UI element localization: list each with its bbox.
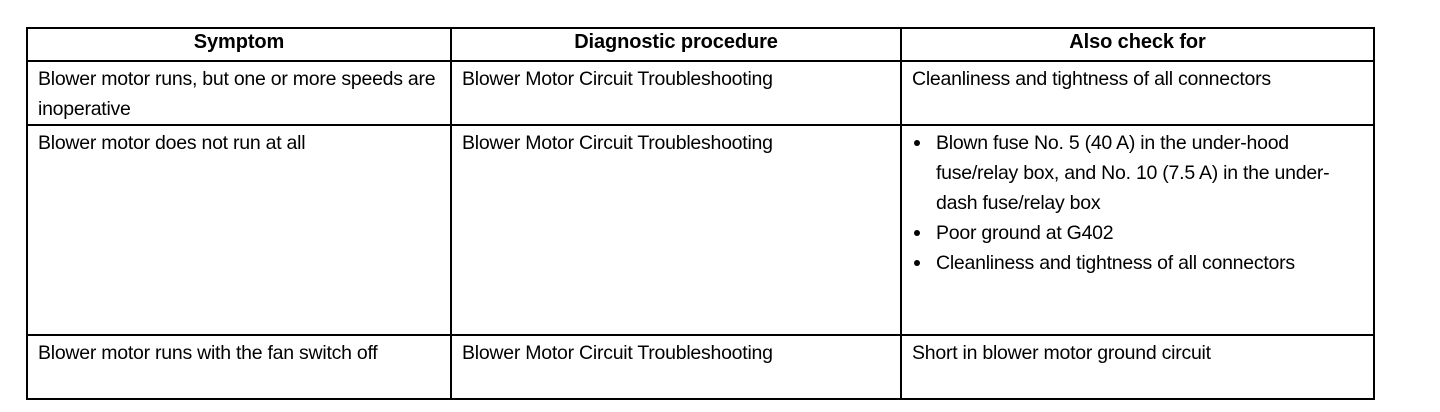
symptom-diagnostic-table: Symptom Diagnostic procedure Also check … bbox=[26, 27, 1375, 400]
column-header-symptom: Symptom bbox=[26, 27, 452, 62]
cell-also-check-for: Blown fuse No. 5 (40 A) in the under-hoo… bbox=[900, 124, 1375, 336]
bullet-icon bbox=[914, 260, 920, 266]
diagnostic-procedure-text: Blower Motor Circuit Troubleshooting bbox=[462, 342, 773, 364]
cell-symptom: Blower motor runs with the fan switch of… bbox=[26, 334, 452, 400]
also-check-for-bullet-list: Blown fuse No. 5 (40 A) in the under-hoo… bbox=[902, 126, 1373, 278]
also-check-for-text: Cleanliness and tightness of all connect… bbox=[912, 68, 1271, 90]
cell-also-check-for: Cleanliness and tightness of all connect… bbox=[900, 60, 1375, 126]
cell-symptom: Blower motor runs, but one or more speed… bbox=[26, 60, 452, 126]
bullet-icon bbox=[914, 230, 920, 236]
list-item-label: Poor ground at G402 bbox=[936, 222, 1114, 244]
list-item: Poor ground at G402 bbox=[908, 218, 1369, 248]
cell-symptom: Blower motor does not run at all bbox=[26, 124, 452, 336]
diagnostic-procedure-text: Blower Motor Circuit Troubleshooting bbox=[462, 132, 773, 154]
cell-diagnostic-procedure: Blower Motor Circuit Troubleshooting bbox=[450, 124, 902, 336]
symptom-text: Blower motor does not run at all bbox=[38, 132, 306, 154]
diagnostic-procedure-text: Blower Motor Circuit Troubleshooting bbox=[462, 68, 773, 90]
list-item-label: Blown fuse No. 5 (40 A) in the under-hoo… bbox=[936, 132, 1330, 214]
symptom-text: Blower motor runs with the fan switch of… bbox=[38, 342, 378, 364]
symptom-text: Blower motor runs, but one or more speed… bbox=[38, 68, 436, 120]
list-item-label: Cleanliness and tightness of all connect… bbox=[936, 252, 1295, 274]
bullet-icon bbox=[914, 140, 920, 146]
table-header-row: Symptom Diagnostic procedure Also check … bbox=[26, 27, 1375, 62]
table-row: Blower motor does not run at all Blower … bbox=[26, 124, 1375, 336]
column-header-diagnostic-procedure: Diagnostic procedure bbox=[450, 27, 902, 62]
also-check-for-text: Short in blower motor ground circuit bbox=[912, 342, 1211, 364]
list-item: Blown fuse No. 5 (40 A) in the under-hoo… bbox=[908, 128, 1369, 218]
table-body: Blower motor runs, but one or more speed… bbox=[26, 60, 1375, 400]
table-row: Blower motor runs with the fan switch of… bbox=[26, 334, 1375, 400]
cell-diagnostic-procedure: Blower Motor Circuit Troubleshooting bbox=[450, 60, 902, 126]
cell-diagnostic-procedure: Blower Motor Circuit Troubleshooting bbox=[450, 334, 902, 400]
table-header: Symptom Diagnostic procedure Also check … bbox=[26, 27, 1375, 62]
column-header-also-check-for: Also check for bbox=[900, 27, 1375, 62]
table-row: Blower motor runs, but one or more speed… bbox=[26, 60, 1375, 126]
cell-also-check-for: Short in blower motor ground circuit bbox=[900, 334, 1375, 400]
list-item: Cleanliness and tightness of all connect… bbox=[908, 248, 1369, 278]
